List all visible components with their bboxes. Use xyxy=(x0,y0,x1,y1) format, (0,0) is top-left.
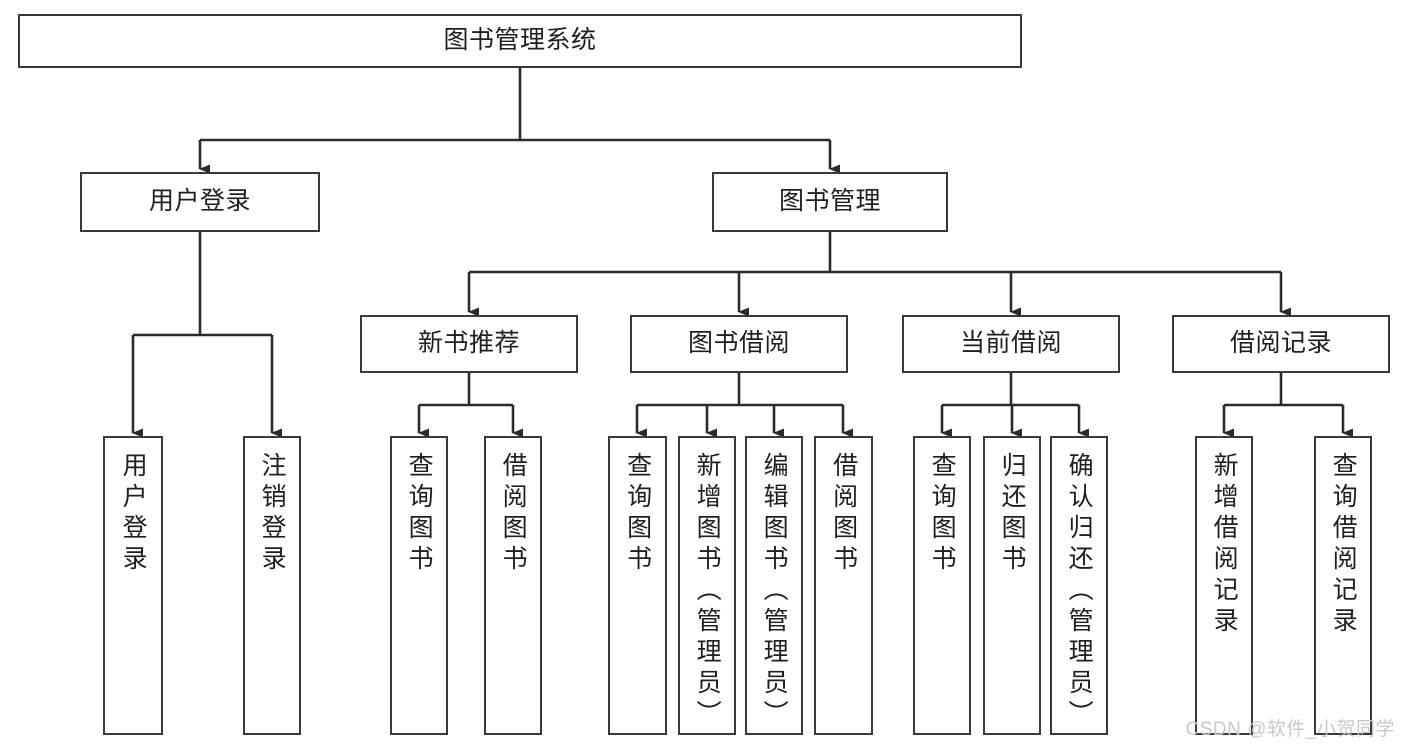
node-user-login[interactable]: 用户登录 xyxy=(80,172,320,232)
leaf-node[interactable]: 新增借阅记录 xyxy=(1195,436,1253,735)
leaf-node-label: 借阅图书 xyxy=(499,452,528,576)
leaf-node-label: 查询图书 xyxy=(928,452,957,576)
leaf-node[interactable]: 查询图书 xyxy=(390,436,448,735)
node-new-book-recommend-label: 新书推荐 xyxy=(417,329,520,358)
leaf-node-label: 新增图书（管理员） xyxy=(693,452,722,731)
node-new-book-recommend[interactable]: 新书推荐 xyxy=(360,315,578,373)
leaf-node-label: 借阅图书 xyxy=(829,452,858,576)
node-current-borrow-label: 当前借阅 xyxy=(959,329,1062,358)
node-root-label: 图书管理系统 xyxy=(443,26,597,55)
leaf-node-label: 归还图书 xyxy=(998,452,1027,576)
node-borrow-record[interactable]: 借阅记录 xyxy=(1172,315,1390,373)
watermark: CSDN @软件_小贺同学 xyxy=(1185,719,1395,740)
node-book-management-label: 图书管理 xyxy=(778,187,881,216)
leaf-node-label: 查询借阅记录 xyxy=(1329,452,1358,638)
leaf-node-label: 编辑图书（管理员） xyxy=(760,452,789,731)
leaf-node[interactable]: 借阅图书 xyxy=(484,436,542,735)
leaf-node-label: 新增借阅记录 xyxy=(1210,452,1239,638)
leaf-node[interactable]: 查询图书 xyxy=(913,436,971,735)
node-book-management[interactable]: 图书管理 xyxy=(712,172,948,232)
node-current-borrow[interactable]: 当前借阅 xyxy=(902,315,1120,373)
leaf-node[interactable]: 借阅图书 xyxy=(814,436,873,735)
leaf-node[interactable]: 注销登录 xyxy=(243,436,301,735)
node-borrow-record-label: 借阅记录 xyxy=(1229,329,1332,358)
node-root[interactable]: 图书管理系统 xyxy=(18,14,1022,68)
leaf-node-label: 用户登录 xyxy=(119,452,148,576)
leaf-node-label: 查询图书 xyxy=(623,452,652,576)
node-book-borrow[interactable]: 图书借阅 xyxy=(630,315,848,373)
leaf-node-label: 注销登录 xyxy=(258,452,287,576)
leaf-node[interactable]: 用户登录 xyxy=(103,436,163,735)
leaf-node-label: 确认归还（管理员） xyxy=(1065,452,1094,731)
node-user-login-label: 用户登录 xyxy=(148,187,251,216)
leaf-node[interactable]: 确认归还（管理员） xyxy=(1050,436,1108,735)
leaf-node[interactable]: 查询图书 xyxy=(608,436,667,735)
leaf-node[interactable]: 新增图书（管理员） xyxy=(678,436,736,735)
leaf-node[interactable]: 查询借阅记录 xyxy=(1314,436,1372,735)
leaf-node[interactable]: 编辑图书（管理员） xyxy=(745,436,803,735)
leaf-node-label: 查询图书 xyxy=(405,452,434,576)
leaf-node[interactable]: 归还图书 xyxy=(983,436,1041,735)
node-book-borrow-label: 图书借阅 xyxy=(687,329,790,358)
